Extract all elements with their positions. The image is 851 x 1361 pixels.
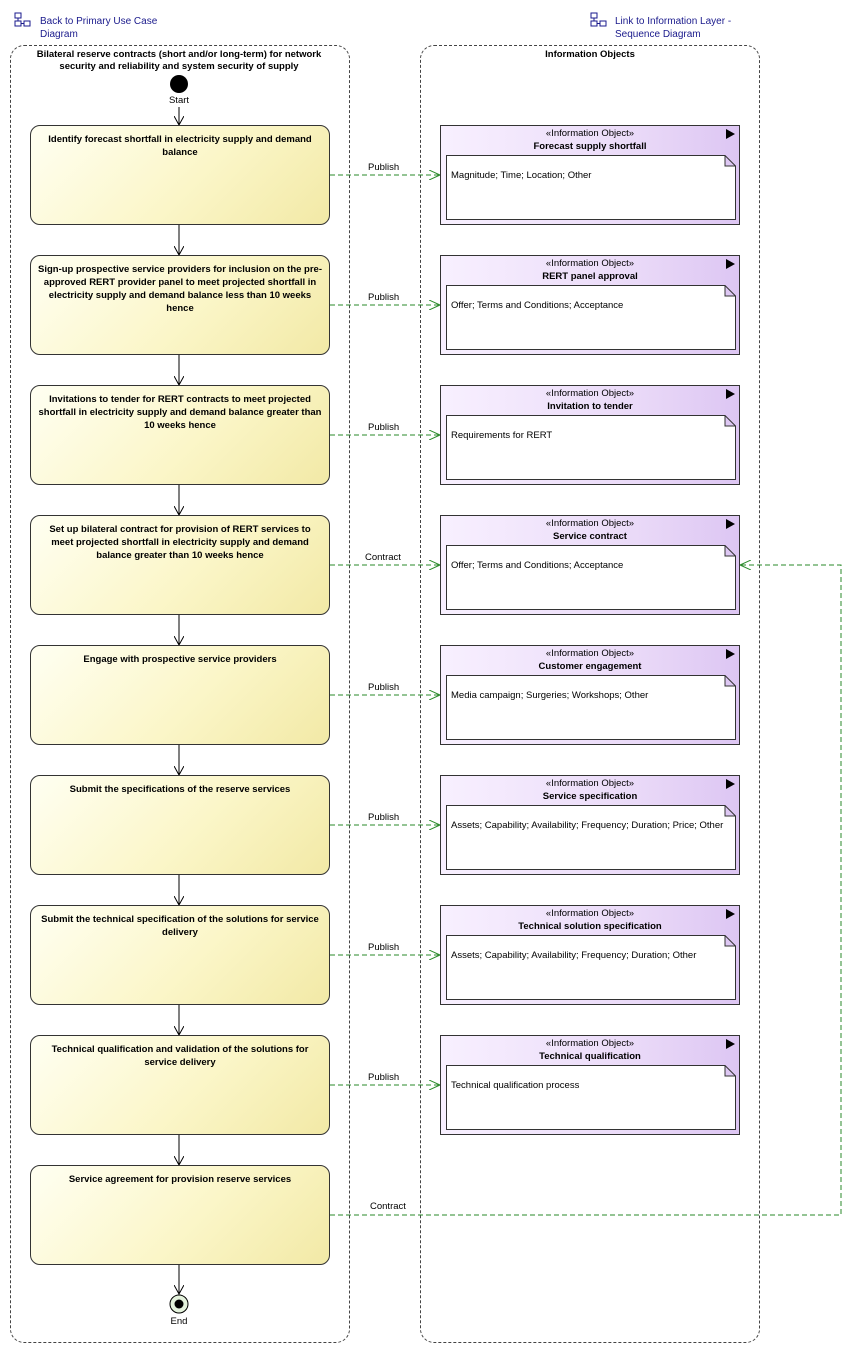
info-object-rert-panel-approval[interactable]: «Information Object» RERT panel approval… — [440, 255, 740, 355]
info-object-customer-engagement[interactable]: «Information Object» Customer engagement… — [440, 645, 740, 745]
flag-icon — [726, 1039, 735, 1049]
action-technical-qualification[interactable]: Technical qualification and validation o… — [30, 1035, 330, 1135]
flag-icon — [726, 649, 735, 659]
action-service-agreement[interactable]: Service agreement for provision reserve … — [30, 1165, 330, 1265]
diagram-link-icon[interactable] — [590, 12, 608, 28]
flag-icon — [726, 259, 735, 269]
object-attributes: Magnitude; Time; Location; Other — [451, 170, 592, 181]
object-stereotype: «Information Object» — [545, 778, 635, 789]
object-name: Technical qualification — [539, 1051, 641, 1062]
object-name: Service specification — [542, 791, 638, 802]
flow-label: Contract — [365, 552, 401, 563]
flow-label: Publish — [368, 812, 400, 823]
action-sign-up-providers[interactable]: Sign-up prospective service providers fo… — [30, 255, 330, 355]
action-set-up-bilateral-contract[interactable]: Set up bilateral contract for provision … — [30, 515, 330, 615]
flow-label: Publish — [368, 422, 400, 433]
flow-label: Publish — [368, 942, 400, 953]
object-note: Offer; Terms and Conditions; Acceptance — [446, 285, 736, 350]
object-attributes: Technical qualification process — [451, 1080, 580, 1091]
info-object-service-specification[interactable]: «Information Object» Service specificati… — [440, 775, 740, 875]
object-stereotype: «Information Object» — [545, 908, 635, 919]
object-name: Forecast supply shortfall — [533, 141, 647, 152]
object-attributes: Assets; Capability; Availability; Freque… — [451, 820, 724, 831]
flow-label: Contract — [370, 1201, 406, 1212]
initial-node — [170, 75, 188, 93]
info-object-service-contract[interactable]: «Information Object» Service contract Of… — [440, 515, 740, 615]
flag-icon — [726, 389, 735, 399]
object-stereotype: «Information Object» — [545, 128, 635, 139]
back-to-primary-use-case-link[interactable]: Back to Primary Use Case Diagram — [40, 16, 158, 40]
info-object-invitation-to-tender[interactable]: «Information Object» Invitation to tende… — [440, 385, 740, 485]
object-note: Media campaign; Surgeries; Workshops; Ot… — [446, 675, 736, 740]
object-stereotype: «Information Object» — [545, 388, 635, 399]
info-object-technical-qualification[interactable]: «Information Object» Technical qualifica… — [440, 1035, 740, 1135]
action-invitations-to-tender[interactable]: Invitations to tender for RERT contracts… — [30, 385, 330, 485]
object-note: Assets; Capability; Availability; Freque… — [446, 805, 736, 870]
info-object-technical-solution-specification[interactable]: «Information Object» Technical solution … — [440, 905, 740, 1005]
flow-label: Publish — [368, 682, 400, 693]
activity-lane — [10, 45, 350, 1343]
information-objects-lane-title: Information Objects — [545, 49, 635, 60]
object-name: Customer engagement — [538, 661, 642, 672]
diagram-link-icon[interactable] — [14, 12, 32, 28]
object-stereotype: «Information Object» — [545, 258, 635, 269]
object-attributes: Assets; Capability; Availability; Freque… — [451, 950, 697, 961]
start-label: Start — [168, 95, 190, 106]
end-label: End — [170, 1316, 188, 1327]
object-stereotype: «Information Object» — [545, 518, 635, 529]
action-text: Submit the technical specification of th… — [41, 914, 319, 938]
flag-icon — [726, 909, 735, 919]
information-objects-lane — [420, 45, 760, 1343]
action-text: Invitations to tender for RERT contracts… — [38, 394, 322, 431]
action-text: Service agreement for provision reserve … — [68, 1174, 292, 1185]
object-note: Technical qualification process — [446, 1065, 736, 1130]
object-name: Invitation to tender — [547, 401, 633, 412]
flow-label: Publish — [368, 292, 400, 303]
action-text: Set up bilateral contract for provision … — [49, 524, 311, 561]
action-text: Identify forecast shortfall in electrici… — [48, 134, 312, 158]
object-name: Service contract — [553, 531, 627, 542]
object-attributes: Offer; Terms and Conditions; Acceptance — [451, 300, 624, 311]
action-submit-specifications[interactable]: Submit the specifications of the reserve… — [30, 775, 330, 875]
flag-icon — [726, 779, 735, 789]
object-note: Offer; Terms and Conditions; Acceptance — [446, 545, 736, 610]
object-flow — [330, 565, 842, 1216]
info-object-forecast-supply-shortfall[interactable]: «Information Object» Forecast supply sho… — [440, 125, 740, 225]
object-name: RERT panel approval — [542, 271, 638, 282]
object-note: Assets; Capability; Availability; Freque… — [446, 935, 736, 1000]
action-text: Technical qualification and validation o… — [51, 1044, 309, 1068]
action-engage-providers[interactable]: Engage with prospective service provider… — [30, 645, 330, 745]
action-identify-forecast-shortfall[interactable]: Identify forecast shortfall in electrici… — [30, 125, 330, 225]
information-layer-sequence-link[interactable]: Link to Information Layer - Sequence Dia… — [615, 16, 732, 40]
object-name: Technical solution specification — [518, 921, 662, 932]
object-attributes: Offer; Terms and Conditions; Acceptance — [451, 560, 624, 571]
action-text: Sign-up prospective service providers fo… — [37, 264, 322, 314]
action-text: Engage with prospective service provider… — [83, 654, 277, 665]
action-text: Submit the specifications of the reserve… — [69, 784, 291, 795]
object-stereotype: «Information Object» — [545, 648, 635, 659]
action-submit-technical-specification[interactable]: Submit the technical specification of th… — [30, 905, 330, 1005]
flow-label: Publish — [368, 1072, 400, 1083]
flag-icon — [726, 519, 735, 529]
activity-lane-title: Bilateral reserve contracts (short and/o… — [36, 49, 322, 72]
object-stereotype: «Information Object» — [545, 1038, 635, 1049]
flow-label: Publish — [368, 162, 400, 173]
object-note: Magnitude; Time; Location; Other — [446, 155, 736, 220]
object-attributes: Media campaign; Surgeries; Workshops; Ot… — [451, 690, 649, 701]
flag-icon — [726, 129, 735, 139]
object-note: Requirements for RERT — [446, 415, 736, 480]
object-attributes: Requirements for RERT — [451, 430, 553, 441]
